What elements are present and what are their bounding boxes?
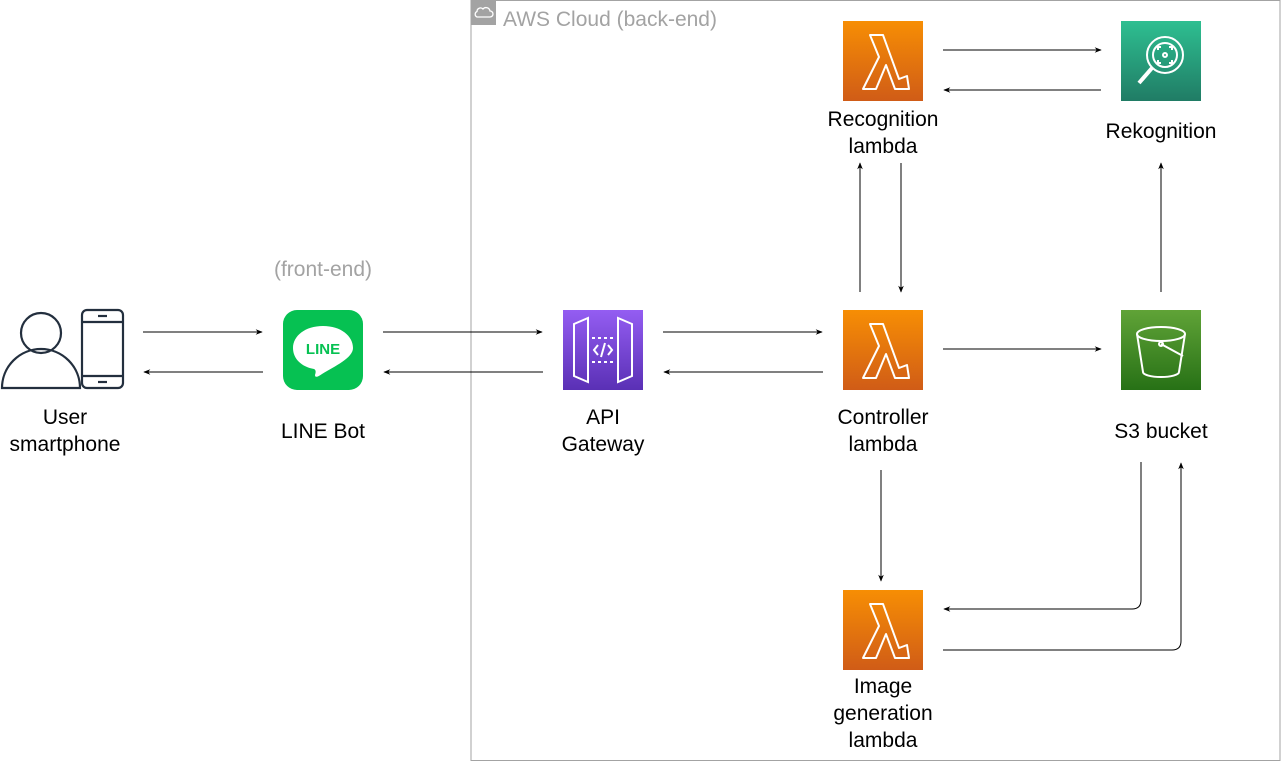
frontend-caption: (front-end): [273, 258, 373, 281]
aws-cloud-title: AWS Cloud (back-end): [503, 8, 717, 31]
line-logo-icon: LINE: [283, 310, 363, 390]
controller-line1: Controller: [837, 406, 929, 429]
line-logo-text: LINE: [306, 341, 340, 358]
rekognition-icon: [1121, 21, 1201, 101]
s3-bucket-label: S3 bucket: [1114, 420, 1208, 443]
recognition-line2: lambda: [848, 135, 918, 158]
image-gen-line1: Image: [853, 675, 913, 698]
recognition-lambda-icon: [843, 21, 923, 101]
api-gateway-line2: Gateway: [561, 433, 645, 456]
image-gen-line2: generation: [833, 702, 933, 725]
rekognition-label: Rekognition: [1105, 120, 1217, 143]
image-generation-lambda-label: Image generation lambda: [813, 673, 953, 754]
api-gateway-label: API Gateway: [543, 404, 663, 458]
image-generation-lambda-icon: [843, 590, 923, 670]
controller-lambda-label: Controller lambda: [813, 404, 953, 458]
user-smartphone-label: User smartphone: [0, 404, 130, 458]
recognition-line1: Recognition: [827, 108, 939, 131]
api-gateway-icon: [563, 310, 643, 390]
arrow-image-generation-to-s3: [943, 462, 1184, 651]
user-label-line2: smartphone: [9, 433, 121, 456]
cloud-icon: [471, 0, 496, 25]
recognition-lambda-label: Recognition lambda: [808, 106, 958, 160]
user-smartphone-icon: [0, 308, 125, 390]
line-bot-label: LINE Bot: [280, 420, 366, 443]
user-label-line1: User: [42, 406, 88, 429]
arrow-s3-to-image-generation: [943, 462, 1142, 612]
api-gateway-line1: API: [586, 406, 620, 429]
controller-lambda-icon: [843, 310, 923, 390]
s3-bucket-icon: [1121, 310, 1201, 390]
controller-line2: lambda: [848, 433, 918, 456]
image-gen-line3: lambda: [848, 729, 918, 752]
